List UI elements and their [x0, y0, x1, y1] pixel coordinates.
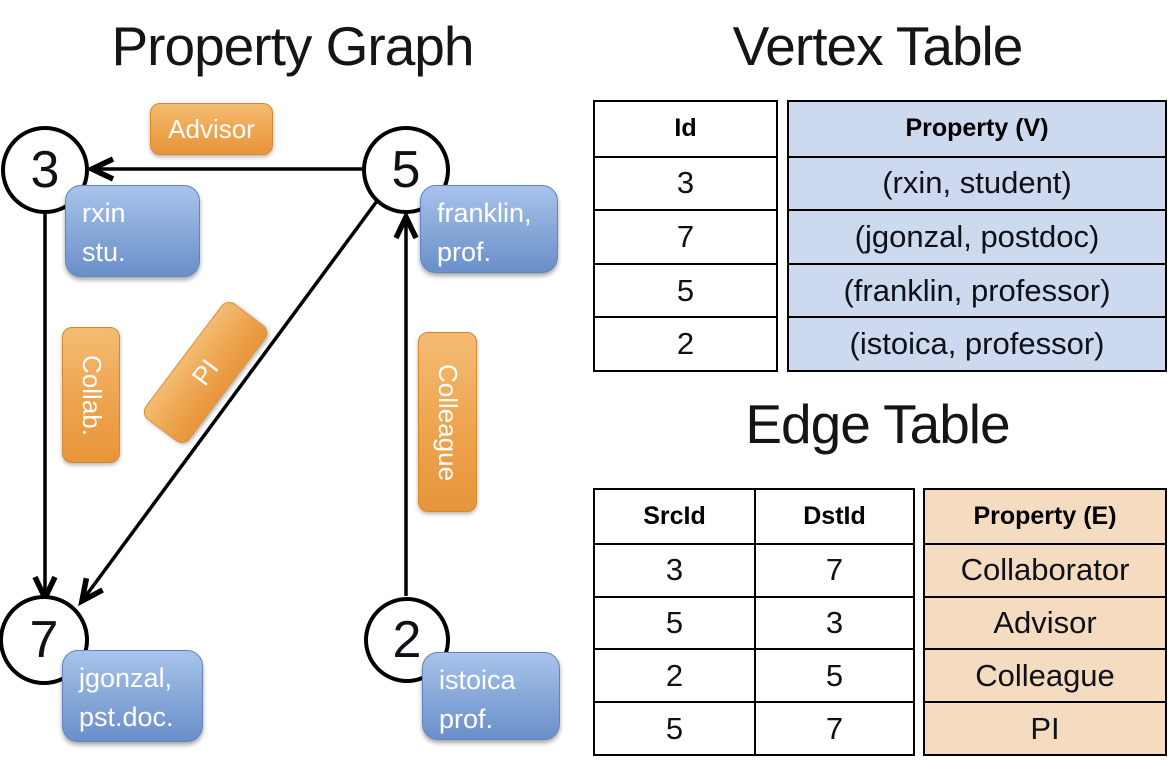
edge-table: SrcId DstId 3 7 5 3 2 5 5 7 Property (E)… [593, 488, 1167, 756]
edge-table-property-cell: PI [925, 701, 1165, 754]
vertex-table-header-property: Property (V) [789, 102, 1165, 156]
vertex-table-id-cell: 2 [595, 316, 776, 370]
vertex-property-line: stu. [82, 237, 126, 268]
graph-edges-layer [32, 156, 419, 607]
edge-table-src-cell: 5 [595, 595, 754, 649]
vertex-property-line: franklin, [437, 198, 532, 228]
vertex-table-title: Vertex Table [732, 15, 1024, 77]
arrowhead-into-3 [85, 156, 115, 182]
edge-table-id-columns: SrcId DstId 3 7 5 3 2 5 5 7 [593, 488, 915, 756]
vertex-property-line: prof. [439, 704, 494, 735]
vertex-property-line: prof. [437, 237, 492, 268]
property-graph-title: Property Graph [111, 15, 474, 77]
vertex-property-line: istoica [439, 665, 516, 695]
vertex-property-box-istoica: istoica prof. [422, 652, 560, 740]
vertex-table-header-id: Id [674, 114, 697, 143]
vertex-property-box-franklin: franklin, prof. [420, 185, 558, 273]
graph-node-2: 2 [364, 597, 450, 683]
vertex-property-box-jgonzal: jgonzal, pst.doc. [62, 650, 203, 742]
node-id-label: 7 [29, 611, 59, 669]
vertex-property-box-rxin: rxin stu. [65, 185, 200, 277]
edge-table-property-cell: Advisor [925, 595, 1165, 649]
vertex-table-property-cell: (franklin, professor) [789, 262, 1165, 317]
edge-label-text: Advisor [168, 113, 255, 144]
edge-label-text: PI [185, 353, 225, 392]
edge-table-src-cell: 2 [595, 648, 754, 701]
edge-label-advisor: Advisor [150, 103, 273, 155]
edge-table-property-cell: Collaborator [925, 542, 1165, 596]
edge-line-5-7 [83, 199, 379, 599]
node-id-label: 3 [30, 141, 60, 199]
vertex-table-property-column: Property (V) (rxin, student) (jgonzal, p… [787, 100, 1167, 372]
vertex-table-id-cell: 3 [595, 155, 776, 210]
vertex-table-property-cell: (istoica, professor) [789, 316, 1165, 370]
edge-table-header-dstid: DstId [754, 490, 913, 543]
node-id-label: 5 [391, 141, 421, 199]
edge-label-text: Colleague [433, 363, 463, 481]
edge-label-colleague: Colleague [418, 332, 477, 512]
edge-table-dst-cell: 7 [754, 542, 913, 596]
edge-table-dst-cell: 5 [754, 648, 913, 702]
vertex-table-property-cell: (rxin, student) [789, 155, 1165, 210]
edge-label-collab: Collab. [62, 327, 120, 463]
arrowhead-into-5 [393, 210, 419, 240]
edge-table-header-srcid: SrcId [643, 501, 706, 530]
edge-table-title: Edge Table [745, 393, 1010, 455]
edge-table-header-property: Property (E) [925, 490, 1165, 543]
vertex-property-line: pst.doc. [79, 702, 174, 733]
vertex-table-id-column: Id 3 7 5 2 [593, 100, 778, 372]
edge-label-text: Collab. [76, 354, 107, 436]
edge-table-dst-cell: 3 [754, 595, 913, 649]
edge-table-src-cell: 3 [595, 542, 754, 596]
edge-table-src-cell: 5 [595, 701, 754, 754]
vertex-table-property-cell: (jgonzal, postdoc) [789, 209, 1165, 263]
vertex-property-line: jgonzal, [79, 663, 173, 693]
vertex-table-id-cell: 5 [595, 262, 776, 317]
vertex-table: Id 3 7 5 2 Property (V) (rxin, student) … [593, 100, 1167, 372]
edge-table-property-column: Property (E) Collaborator Advisor Collea… [923, 488, 1167, 756]
arrowhead-into-7b [78, 577, 104, 607]
vertex-property-line: rxin [82, 198, 126, 228]
edge-table-property-cell: Colleague [925, 648, 1165, 702]
vertex-table-id-cell: 7 [595, 209, 776, 263]
node-id-label: 2 [392, 611, 422, 669]
edge-table-dst-cell: 7 [754, 701, 913, 754]
